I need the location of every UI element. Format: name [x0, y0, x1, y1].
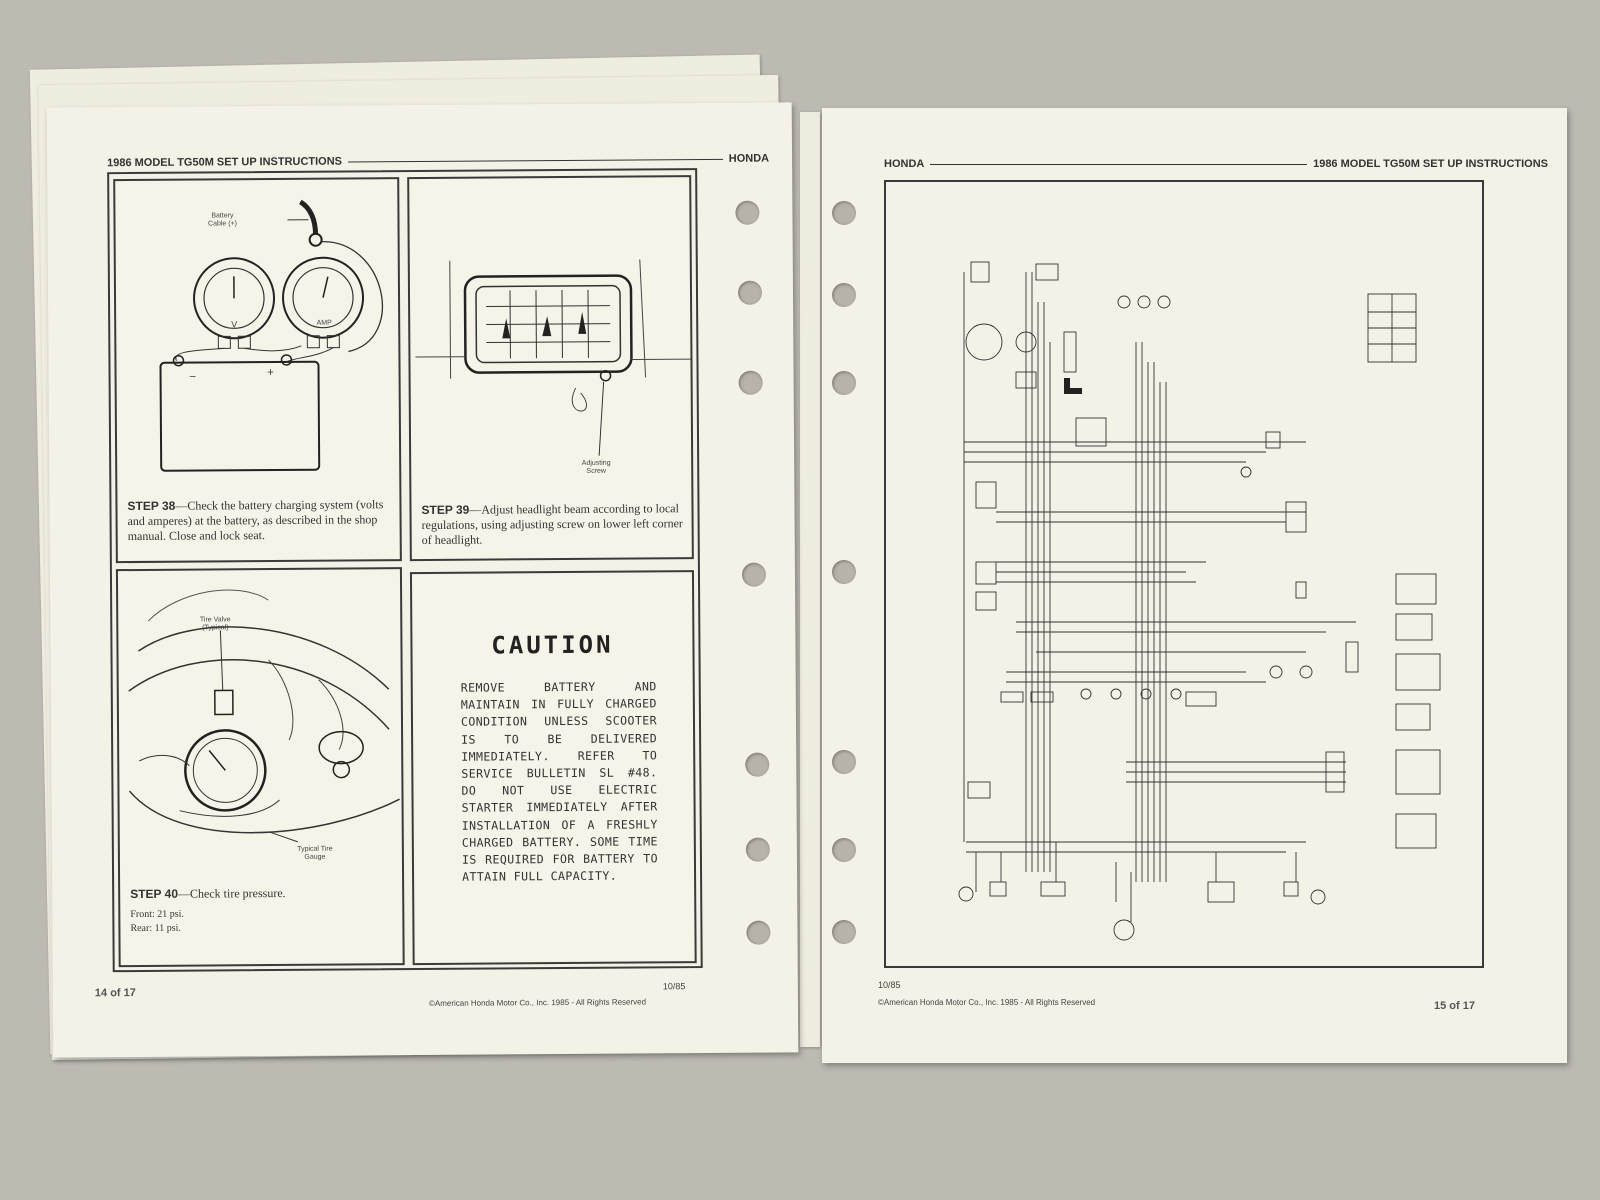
binder-hole: [741, 562, 767, 587]
adjusting-screw-label: Adjusting Screw: [581, 459, 611, 475]
binder-hole: [745, 752, 770, 777]
binder-hole: [745, 837, 770, 862]
step40-body: —Check tire pressure.: [177, 885, 286, 901]
front-pressure: Front: 21 psi.: [130, 908, 184, 921]
volt-label: V: [231, 319, 238, 330]
binder-hole: [735, 200, 760, 225]
step38-text: STEP 38—Check the battery charging syste…: [127, 497, 397, 544]
amp-label: AMP: [316, 319, 332, 327]
tire-gauge-label: Typical Tire Gauge: [297, 845, 333, 861]
step38-panel: Battery Cable (+) V AMP − + STEP 38—Chec…: [113, 177, 402, 564]
right-copyright: ©American Honda Motor Co., Inc. 1985 - A…: [878, 998, 1096, 1007]
rear-pressure: Rear: 11 psi.: [130, 922, 181, 935]
battery-plus-label: +: [266, 365, 275, 380]
right-header-brand: HONDA: [884, 158, 925, 170]
battery-meters-illustration: [159, 199, 383, 472]
caution-text: REMOVE BATTERY AND MAINTAIN IN FULLY CHA…: [460, 679, 658, 884]
binder-hole: [737, 280, 763, 305]
left-page-number: 14 of 17: [94, 987, 136, 1000]
wiring-diagram: [958, 261, 1441, 941]
tire-valve-label: Tire Valve (Typical): [199, 616, 231, 632]
caution-title: CAUTION: [491, 630, 614, 660]
binder-hole: [832, 920, 856, 944]
step39-number: STEP 39: [421, 502, 470, 518]
wiring-diagram-frame: [884, 180, 1484, 968]
under-page-3: [800, 112, 820, 1047]
headlight-illustration: [415, 259, 691, 456]
binder-hole: [832, 838, 856, 862]
right-header-title: 1986 MODEL TG50M SET UP INSTRUCTIONS: [1313, 158, 1548, 170]
caution-panel: CAUTION REMOVE BATTERY AND MAINTAIN IN F…: [409, 570, 697, 966]
step40-number: STEP 40: [130, 886, 179, 902]
step38-number: STEP 38: [127, 498, 176, 514]
step39-panel: Adjusting Screw STEP 39—Adjust headlight…: [407, 175, 694, 562]
binder-hole: [832, 750, 856, 774]
right-page-number: 15 of 17: [1434, 1000, 1475, 1012]
binder-hole: [832, 201, 856, 225]
step40-text: STEP 40—Check tire pressure.: [130, 885, 400, 902]
step40-panel: Tire Valve (Typical) Typical Tire Gauge …: [115, 567, 405, 968]
battery-cable-label: Battery Cable (+): [207, 212, 238, 228]
tire-gauge-illustration: [128, 589, 400, 843]
left-page: 1986 MODEL TG50M SET UP INSTRUCTIONS HON…: [46, 102, 799, 1058]
left-header-title: 1986 MODEL TG50M SET UP INSTRUCTIONS: [107, 155, 343, 170]
binder-hole: [832, 371, 856, 395]
step39-text: STEP 39—Adjust headlight beam according …: [421, 501, 687, 548]
left-header-brand: HONDA: [728, 152, 770, 165]
left-running-header: 1986 MODEL TG50M SET UP INSTRUCTIONS HON…: [107, 153, 769, 170]
left-date: 10/85: [662, 981, 686, 992]
right-page: HONDA 1986 MODEL TG50M SET UP INSTRUCTIO…: [822, 108, 1567, 1063]
left-copyright: ©American Honda Motor Co., Inc. 1985 - A…: [428, 997, 647, 1008]
battery-minus-label: −: [189, 369, 197, 384]
binder-hole: [832, 283, 856, 307]
right-running-header: HONDA 1986 MODEL TG50M SET UP INSTRUCTIO…: [884, 158, 1548, 170]
right-date: 10/85: [878, 980, 901, 990]
binder-hole: [746, 920, 771, 945]
binder-hole: [738, 370, 763, 395]
binder-hole: [832, 560, 856, 584]
